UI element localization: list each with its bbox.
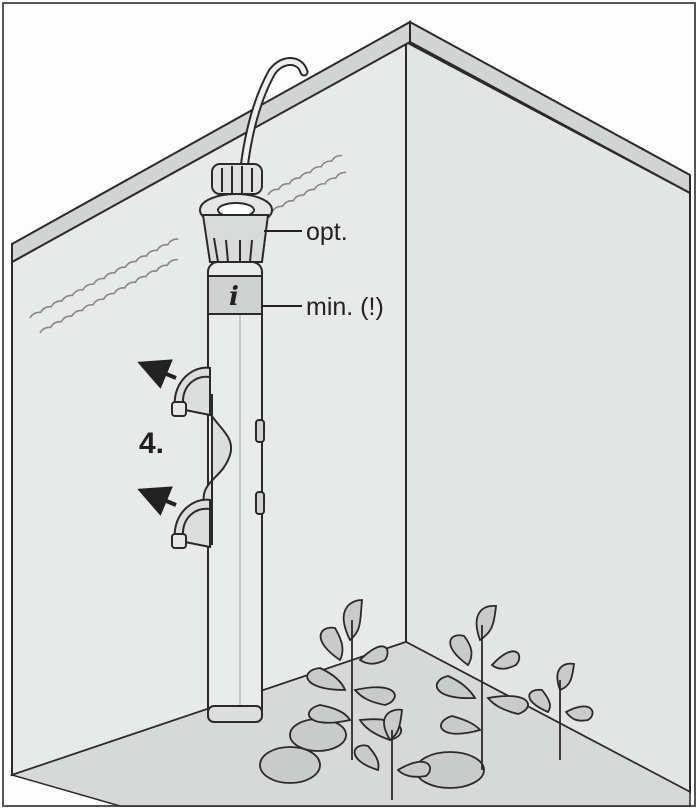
min-label: min. (!) [306, 293, 384, 321]
water-surface [29, 154, 347, 334]
arrow-left-up-icon [137, 486, 177, 516]
svg-text:i: i [229, 282, 239, 312]
adjustment-knob [211, 163, 263, 195]
tank-floor [9, 641, 691, 807]
tank-rim-right [409, 20, 691, 195]
step-number: 4. [139, 427, 164, 460]
suction-cup-lower [171, 498, 211, 549]
suction-cup-upper [171, 366, 211, 417]
heater-tube [207, 261, 263, 723]
min-window [207, 275, 263, 315]
aquarium-plants [259, 599, 594, 800]
arrow-left-up-icon [137, 359, 177, 389]
heater [199, 163, 273, 723]
info-icon: i [229, 282, 239, 312]
opt-label: opt. [306, 218, 348, 246]
